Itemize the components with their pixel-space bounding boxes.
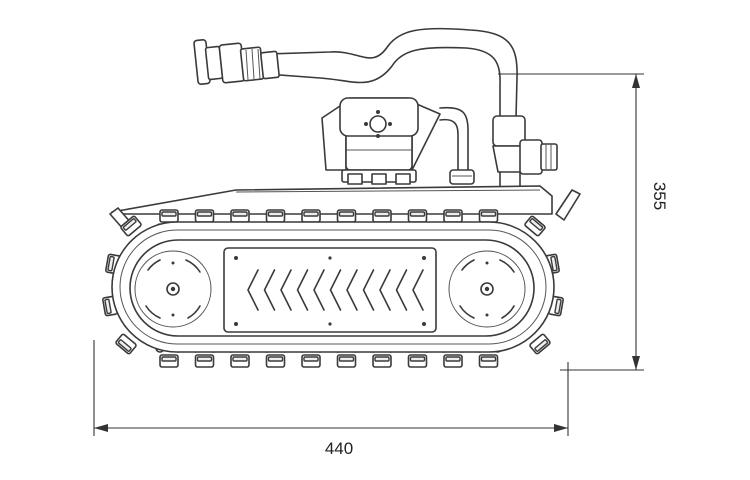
width-dimension-label: 440 [325, 439, 353, 458]
chevron-mark [296, 269, 309, 311]
width-dimension: 440 [93, 340, 569, 458]
track-grouser [372, 209, 392, 223]
track-grouser [372, 354, 392, 368]
track-grouser [194, 209, 215, 223]
track-grouser [443, 354, 463, 368]
track-grouser [336, 354, 357, 368]
track-grouser [159, 209, 179, 223]
track-grouser [478, 354, 499, 368]
track-grouser [301, 209, 321, 223]
chevron-mark [280, 269, 292, 311]
track-grouser [120, 215, 142, 237]
track-grouser [478, 209, 499, 223]
track-grouser [407, 354, 428, 368]
track-grouser [194, 354, 215, 368]
track-grouser [301, 354, 321, 368]
track-grouser [115, 333, 137, 355]
track-grouser [524, 215, 546, 237]
chevron-mark [329, 269, 342, 311]
track-grouser [265, 209, 286, 223]
track-grouser [230, 354, 250, 368]
chevron-mark [379, 269, 391, 311]
track-grouser [336, 209, 357, 223]
chassis-deck [109, 185, 581, 231]
chevron-mark [362, 269, 375, 311]
chevron-tread-pattern [247, 269, 424, 311]
chevron-mark [346, 269, 358, 311]
track-grouser [529, 333, 551, 355]
height-dimension-label: 355 [650, 182, 669, 210]
track-grouser [230, 209, 250, 223]
height-dimension: 355 [498, 73, 669, 371]
track-side-frame [111, 221, 555, 353]
chevron-mark [313, 269, 325, 311]
chevron-mark [395, 269, 408, 311]
water-cannon-assembly [193, 27, 558, 189]
chevron-mark [412, 269, 424, 311]
track-grouser [407, 209, 428, 223]
track-grouser [265, 354, 286, 368]
chevron-mark [263, 269, 276, 311]
chevron-mark [247, 269, 259, 311]
track-grouser [159, 354, 179, 368]
track-grouser [443, 209, 463, 223]
